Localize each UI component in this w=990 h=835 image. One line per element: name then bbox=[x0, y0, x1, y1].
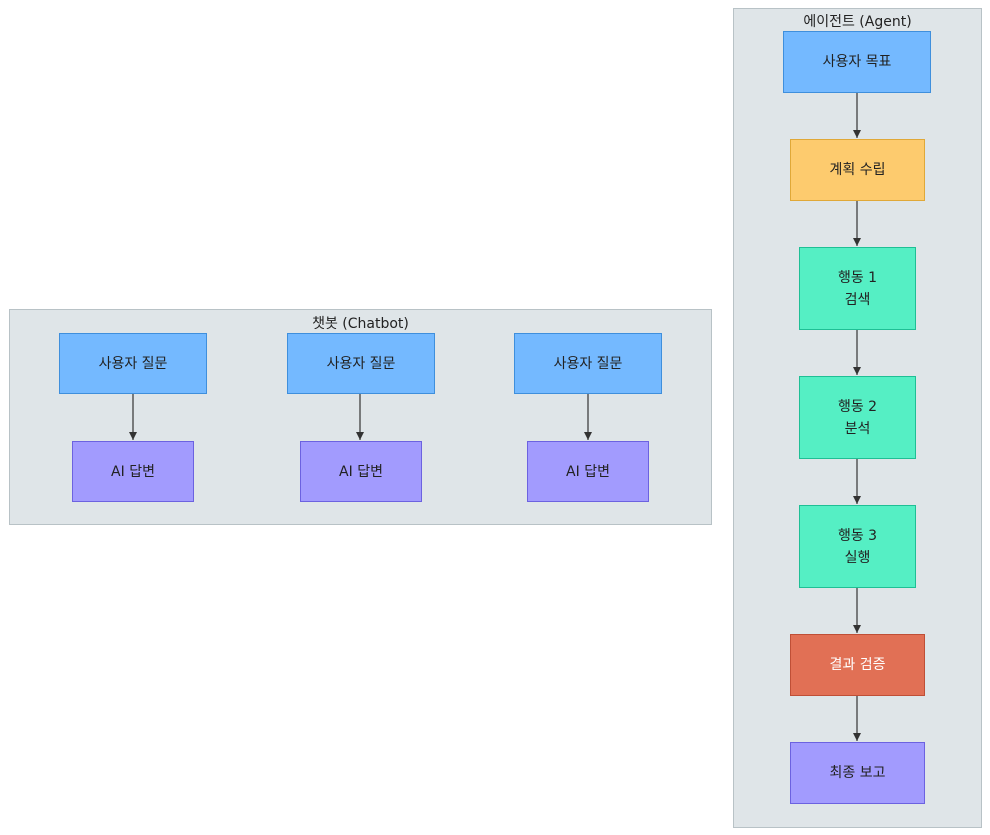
agent-step-label-3: 행동 1 검색 bbox=[837, 269, 878, 308]
chatbot-answer-node-1: AI 답변 bbox=[72, 441, 194, 502]
agent-step-label-4: 행동 2 분석 bbox=[837, 398, 878, 437]
agent-step-label-2: 계획 수립 bbox=[829, 162, 886, 178]
agent-step-label-5: 행동 3 실행 bbox=[837, 527, 878, 566]
agent-group-title: 에이전트 (Agent) bbox=[803, 14, 912, 30]
chatbot-question-label-1: 사용자 질문 bbox=[98, 355, 168, 372]
chatbot-question-label-3: 사용자 질문 bbox=[553, 355, 623, 372]
agent-step-action-1: 행동 1 검색 bbox=[799, 247, 916, 330]
chatbot-question-node-3: 사용자 질문 bbox=[514, 333, 662, 394]
agent-step-report: 최종 보고 bbox=[790, 742, 925, 804]
chatbot-question-node-2: 사용자 질문 bbox=[287, 333, 435, 394]
agent-step-goal: 사용자 목표 bbox=[783, 31, 931, 93]
chatbot-answer-node-2: AI 답변 bbox=[300, 441, 422, 502]
agent-step-action-2: 행동 2 분석 bbox=[799, 376, 916, 459]
agent-step-action-3: 행동 3 실행 bbox=[799, 505, 916, 588]
agent-step-plan: 계획 수립 bbox=[790, 139, 925, 201]
chatbot-answer-label-2: AI 답변 bbox=[339, 463, 383, 480]
chatbot-question-node-1: 사용자 질문 bbox=[59, 333, 207, 394]
chatbot-answer-label-3: AI 답변 bbox=[566, 463, 610, 480]
chatbot-group-title: 챗봇 (Chatbot) bbox=[312, 316, 409, 332]
agent-step-label-6: 결과 검증 bbox=[829, 657, 886, 673]
agent-step-label-7: 최종 보고 bbox=[829, 765, 886, 781]
chatbot-answer-label-1: AI 답변 bbox=[111, 463, 155, 480]
chatbot-answer-node-3: AI 답변 bbox=[527, 441, 649, 502]
agent-step-label-1: 사용자 목표 bbox=[822, 54, 892, 70]
agent-step-verify: 결과 검증 bbox=[790, 634, 925, 696]
chatbot-question-label-2: 사용자 질문 bbox=[326, 355, 396, 372]
